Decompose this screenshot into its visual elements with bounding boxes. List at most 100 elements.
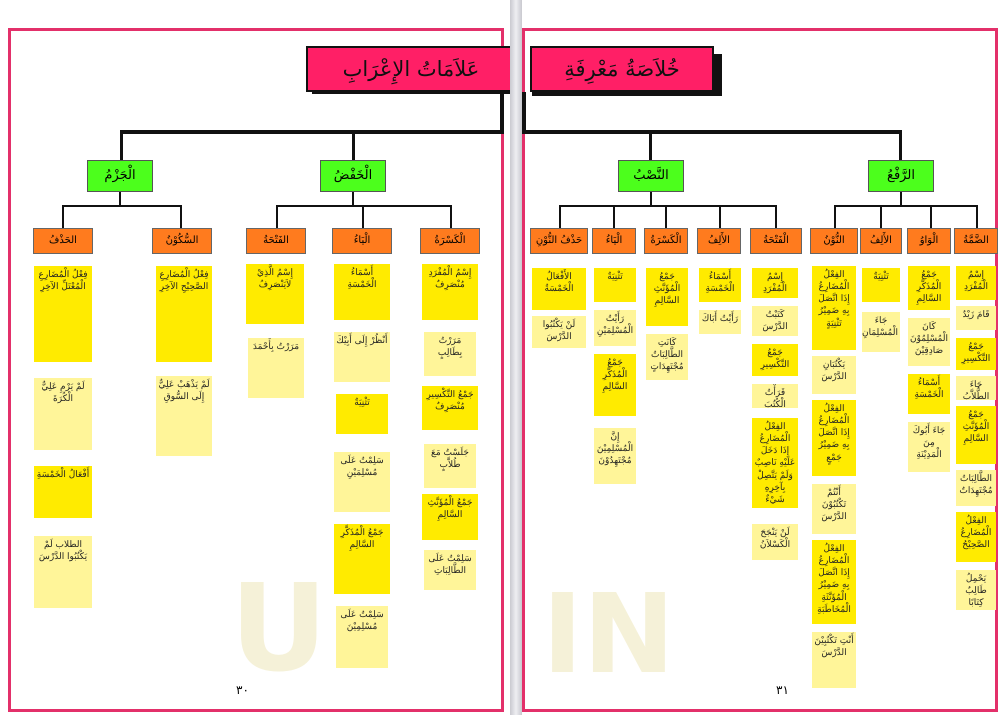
example-note: مَرَرْتُ بِطَالِبٍ	[424, 332, 476, 376]
category-alif-raf: الأَلِفُ	[860, 228, 902, 254]
connector	[500, 92, 504, 132]
category-hadhf-nun: حَذْفُ النُّوْنِ	[530, 228, 588, 254]
connector	[976, 205, 978, 229]
example-note: أَنْظُرْ إِلَى أَبِيْكَ	[334, 332, 390, 382]
category-damma: الضَّمَّةُ	[954, 228, 998, 254]
example-note: قَرَأْتُ الْكُتُبَ	[752, 384, 798, 408]
watermark-logo-right: IN	[542, 570, 675, 698]
rule-note: تَثْنِيَةٌ	[862, 268, 900, 302]
connector	[719, 205, 721, 229]
category-nun: النُّوْنُ	[810, 228, 858, 254]
left-page-frame	[8, 28, 504, 712]
rule-note: الفِعْلُ الْمُضَارِعُ الصَّحِيْحُ	[956, 512, 996, 562]
right-page-frame	[522, 28, 998, 712]
example-note: قَامَ زَيْدٌ	[956, 306, 996, 330]
category-ya: الْيَاءُ	[592, 228, 636, 254]
rule-note: أَسْمَاءُ الْخَمْسَةِ	[699, 268, 741, 302]
example-note: مَرَرْتُ بِأَحْمَدَ	[248, 338, 304, 398]
example-note: يَكْتُبَانِ الدَّرْسَ	[812, 356, 856, 394]
rule-note: فِعْلُ الْمُضَارِعِ الْمُعْتَلِّ الآخِرِ	[34, 266, 92, 362]
rule-note: جَمْعُ الْمُذَكَّرِ السَّالِمِ	[594, 354, 636, 416]
rule-note: جَمْعُ الْمُذَكَّرِ السَّالِمِ	[908, 266, 950, 310]
example-note: أَنْتِ تَكْتُبِيْنَ الدَّرْسَ	[812, 632, 856, 688]
rule-note: إِسْمُ الْمُفْرَدِ	[956, 266, 996, 300]
connector	[522, 130, 902, 134]
connector	[880, 205, 882, 229]
group-khafd: الْخَفْضُ	[320, 160, 386, 192]
example-note: جَاءَ الطُّلاَّبُ	[956, 376, 996, 400]
rule-note: جَمْعُ التَّكْسِيرِ	[956, 338, 996, 370]
example-note: لَنْ يَكْتُبُوا الدَّرْسَ	[532, 316, 586, 348]
group-jazm: الْجَزْمُ	[87, 160, 153, 192]
rule-note: جَمْعُ الْمُذَكَّرِ السَّالِمِ	[334, 524, 390, 594]
rule-note: تَثْنِيَةٌ	[336, 394, 388, 434]
rule-note: فِعْلُ الْمُضَارِعِ الصَّحِيْحِ الآخِرِ	[156, 266, 212, 362]
rule-note: إِسْمُ الْمُفْرَدِ	[752, 268, 798, 298]
connector	[450, 205, 452, 229]
example-note: لَنْ يَنْجَحَ الْكَسْلاَنُ	[752, 524, 798, 560]
category-hadhf: الحَذْفُ	[33, 228, 93, 254]
example-note: سَلِمْتُ عَلَى مُسْلِمَيْنِ	[334, 452, 390, 512]
connector	[900, 192, 902, 206]
page-number: ٣٠	[236, 683, 249, 697]
connector	[352, 192, 354, 206]
category-sukun: السُّكُوْنُ	[152, 228, 212, 254]
example-note: رَأَيْتُ الْمُسْلِمَيْنِ	[594, 310, 636, 346]
connector	[834, 205, 978, 207]
connector	[62, 205, 64, 229]
book-gutter	[510, 0, 522, 715]
watermark-logo-left: U	[230, 560, 328, 699]
left-page-title: عَلاَمَاتُ الإِعْرَابِ	[306, 46, 516, 92]
example-note: الطلاب لَمْ يَكْتُبُوا الدَّرْسَ	[34, 536, 92, 608]
connector	[775, 205, 777, 229]
category-fatha: الْفَتْحَةُ	[750, 228, 802, 254]
category-kasra: الْكَسْرَةُ	[420, 228, 480, 254]
rule-note: جَمْعُ التَّكْسِيرِ مُنْصَرِفٌ	[422, 386, 478, 430]
example-note: الطَّالِبَاتُ مُجْتَهِدَاتٌ	[956, 470, 996, 506]
category-kasra: الْكَسْرَةُ	[644, 228, 688, 254]
connector	[352, 130, 355, 162]
category-waw: الْوَاوُ	[907, 228, 951, 254]
example-note: جَاءَ أَبُوكَ مِنَ الْمَدِيْنَةِ	[908, 422, 950, 472]
rule-note: تَثْنِيَةٌ	[594, 268, 636, 302]
connector	[276, 205, 278, 229]
connector	[522, 92, 526, 132]
page-number: ٣١	[776, 683, 789, 697]
category-ya: الْيَاءُ	[332, 228, 392, 254]
rule-note: أَسْمَاءُ الْخَمْسَةِ	[334, 264, 390, 320]
connector	[120, 130, 504, 134]
example-note: جَلَسْتُ مَعَ طُلاَّبٍ	[424, 444, 476, 488]
connector	[899, 130, 902, 162]
connector	[650, 192, 652, 206]
example-note: يَحْمِلُ طَالِبٌ كِتَابًا	[956, 570, 996, 610]
connector	[613, 205, 615, 229]
rule-note: الفِعْلُ الْمُضَارِعُ إِذَا اتَّصَلَ بِه…	[812, 540, 856, 624]
example-note: كَانَ الْمُسْلِمُوْنَ صَادِقِيْنَ	[908, 318, 950, 366]
example-note: إِنَّ الْمُسْلِمِيْنَ مُجْتَهِدُوْنَ	[594, 428, 636, 484]
example-note: أَنْتُمْ تَكْتُبُوْنَ الدَّرْسَ	[812, 484, 856, 534]
connector	[120, 130, 123, 162]
group-raf: الرَّفْعُ	[868, 160, 934, 192]
connector	[119, 192, 121, 206]
rule-note: جَمْعُ الْمُؤَنَّثِ السَّالِمِ	[956, 406, 996, 464]
rule-note: جَمْعُ الْمُؤَنَّثِ السَّالِمِ	[646, 268, 688, 326]
category-alif: الأَلِفُ	[697, 228, 741, 254]
example-note: سَلِمْتُ عَلَى الطَّالِبَاتِ	[424, 550, 476, 590]
rule-note: الفِعْلُ الْمُضَارِعُ إِذَا دَخَلَ عَلَي…	[752, 418, 798, 508]
example-note: كَانَتِ الطَّالِبَاتُ مُجْتَهِدَاتٍ	[646, 334, 688, 380]
rule-note: الفِعْلُ الْمُضَارِعُ إِذَا اتَّصَلَ بِه…	[812, 400, 856, 476]
category-fatha: الفَتْحَةُ	[246, 228, 306, 254]
group-nasb: النَّصْبُ	[618, 160, 684, 192]
connector	[62, 205, 182, 207]
connector	[665, 205, 667, 229]
example-note: لَمْ يَرْمِ عَلِيٌّ الْكُرَةَ	[34, 378, 92, 450]
example-note: سَلِمْتُ عَلَى مُسْلِمِيْنَ	[336, 606, 388, 668]
example-note: رَأَيْتُ أَبَاكَ	[699, 310, 741, 334]
example-note: كَتَبْتُ الدَّرْسَ	[752, 306, 798, 336]
connector	[559, 205, 777, 207]
example-note: جَاءَ الْمُسْلِمَانِ	[862, 312, 900, 352]
connector	[649, 130, 652, 162]
connector	[180, 205, 182, 229]
right-page-title: خُلاَصَةُ مَعْرِفَةِ	[530, 46, 714, 92]
connector	[559, 205, 561, 229]
